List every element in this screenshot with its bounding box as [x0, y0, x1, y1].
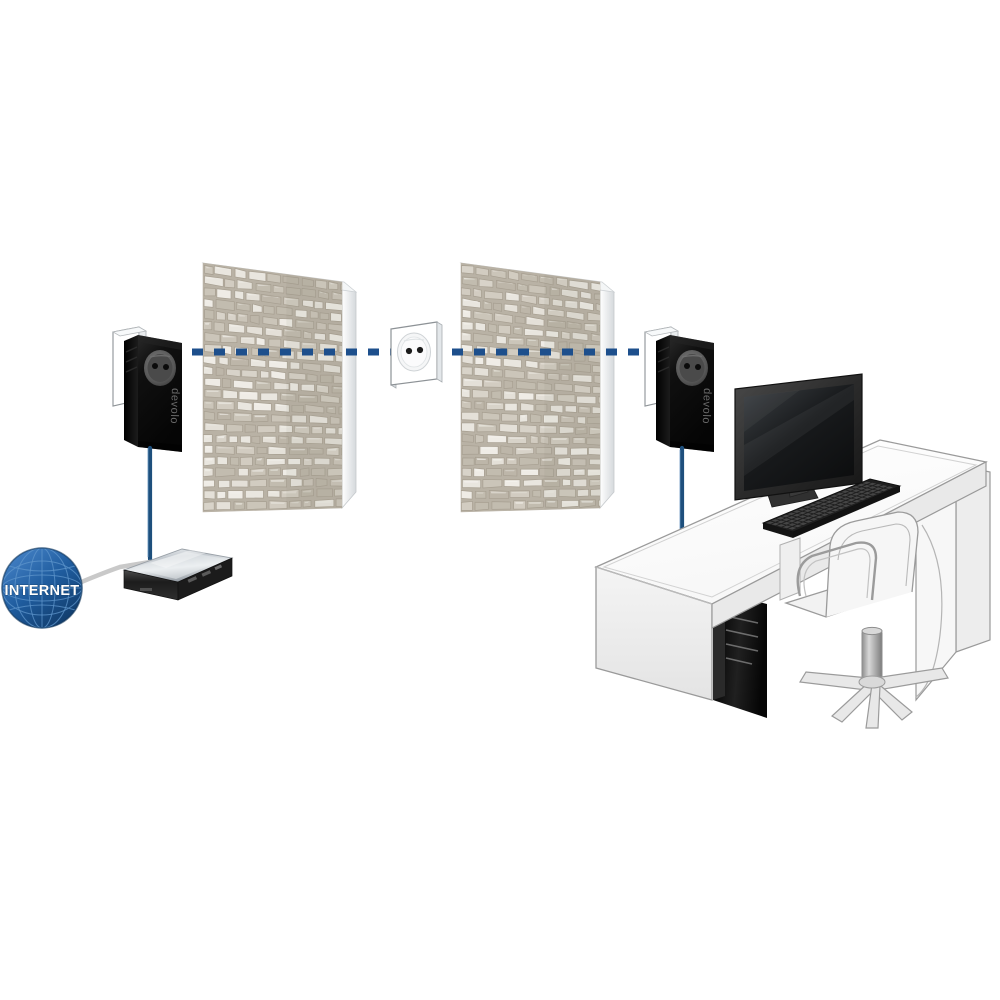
office-chair[interactable]: [783, 511, 949, 729]
workstation: [594, 373, 991, 729]
internet-label: INTERNET: [5, 583, 80, 599]
stone-wall-left: [201, 262, 358, 513]
powerline-adapter-left[interactable]: devolo: [111, 326, 182, 452]
wall-power-socket[interactable]: [390, 321, 443, 389]
keyboard[interactable]: [761, 478, 902, 538]
internet-globe[interactable]: INTERNET: [1, 547, 83, 638]
powerline-adapter-right[interactable]: devolo: [643, 326, 714, 452]
stone-wall-right: [459, 262, 616, 513]
desk-back-panel: [915, 463, 991, 702]
adapter-left-brand: devolo: [168, 388, 181, 424]
adapter-right-brand: devolo: [700, 388, 713, 424]
computer-monitor[interactable]: [734, 373, 863, 508]
router[interactable]: [122, 548, 234, 601]
